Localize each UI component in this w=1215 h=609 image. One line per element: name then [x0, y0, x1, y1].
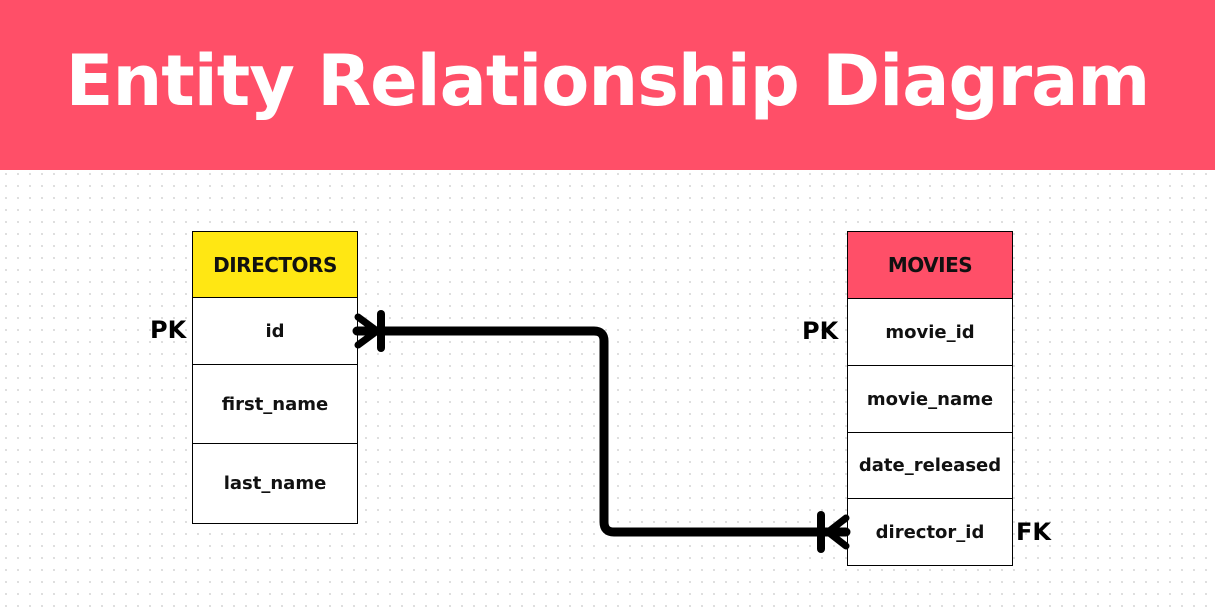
relationship-line	[352, 326, 851, 537]
movies-header: MOVIES	[848, 232, 1012, 299]
diagram-title: Entity Relationship Diagram	[65, 40, 1151, 122]
directors-pk-label: PK	[150, 316, 187, 344]
movies-entity[interactable]: MOVIES movie_id movie_name date_released…	[847, 231, 1013, 566]
movies-field-movie-name: movie_name	[848, 366, 1012, 433]
movies-field-movie-id: movie_id	[848, 299, 1012, 366]
title-banner: Entity Relationship Diagram	[0, 0, 1215, 170]
directors-field-id: id	[193, 298, 357, 365]
directors-header: DIRECTORS	[193, 232, 357, 298]
movies-pk-label: PK	[802, 317, 839, 345]
movies-field-date-released: date_released	[848, 433, 1012, 499]
directors-field-first-name: first_name	[193, 365, 357, 444]
movies-field-director-id: director_id	[875, 521, 985, 543]
crows-foot-many-icon	[354, 310, 385, 352]
movies-fk-label: FK	[1016, 518, 1051, 546]
directors-entity[interactable]: DIRECTORS id first_name last_name	[192, 231, 358, 524]
directors-field-last-name: last_name	[223, 473, 327, 494]
crows-foot-many-icon-2	[817, 511, 850, 553]
